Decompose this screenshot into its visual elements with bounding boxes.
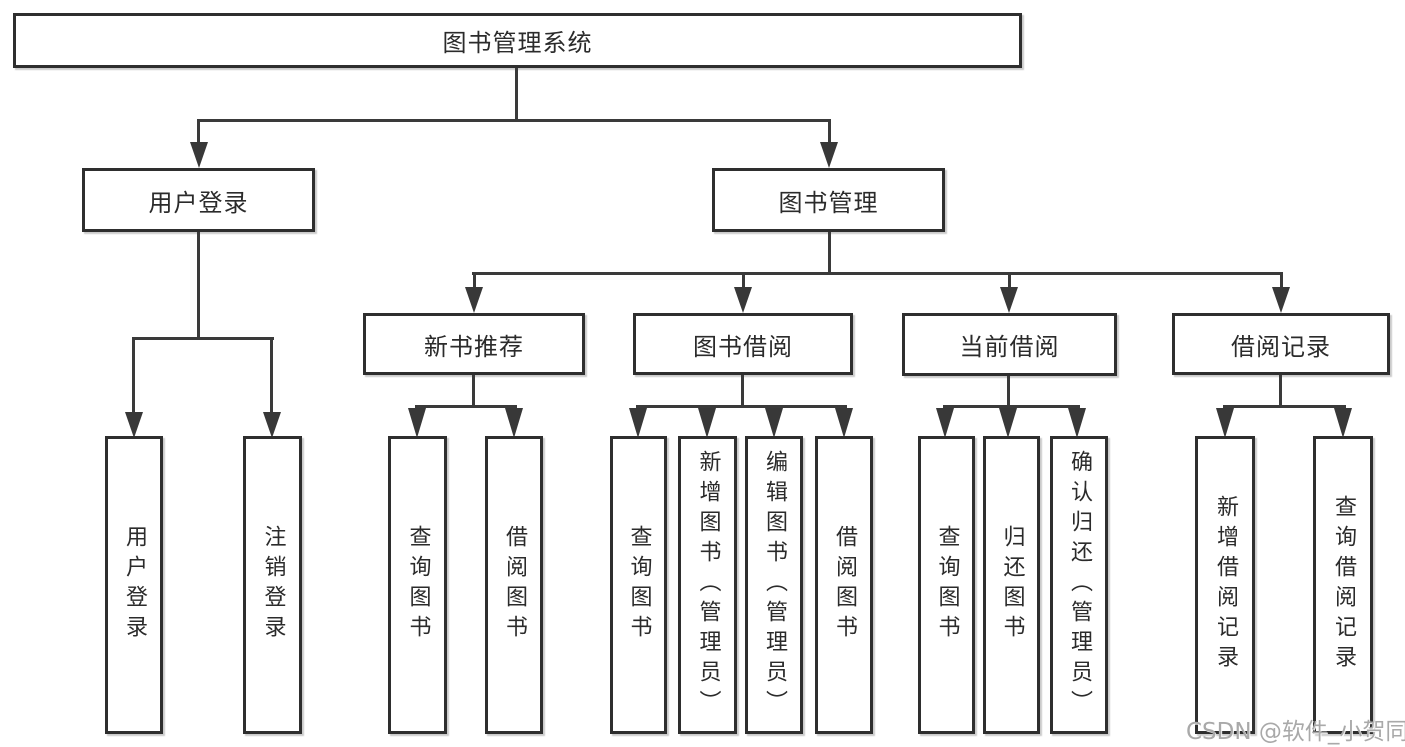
arrow-to-nb-query bbox=[408, 408, 426, 438]
leaf-cb-return-books: 归还图书 bbox=[983, 436, 1040, 734]
leaf-nb-query-books: 查询图书 bbox=[388, 436, 447, 734]
leaf-br-add-record: 新增借阅记录 bbox=[1195, 436, 1255, 734]
arrow-to-bb-borrow bbox=[835, 408, 853, 438]
leaf-nb-borrow-books-label: 借阅图书 bbox=[502, 525, 527, 645]
connector-current-stem bbox=[1007, 376, 1010, 408]
connector-user-login-hline bbox=[133, 337, 274, 340]
arrow-to-bb-add bbox=[698, 408, 716, 438]
node-root-label: 图书管理系统 bbox=[442, 29, 593, 57]
arrow-to-br-query bbox=[1334, 408, 1352, 438]
connector-current-hline bbox=[943, 405, 1080, 408]
leaf-cb-confirm-return-admin-label: 确认归还（管理员） bbox=[1067, 450, 1092, 720]
arrow-to-current bbox=[1000, 287, 1018, 313]
leaf-logout: 注销登录 bbox=[243, 436, 302, 734]
connector-records-drop bbox=[1280, 272, 1283, 289]
leaf-bb-edit-books-admin: 编辑图书（管理员） bbox=[745, 436, 803, 734]
arrow-to-cb-query bbox=[936, 408, 954, 438]
connector-level1-hline bbox=[197, 119, 831, 122]
leaf-bb-query-books-label: 查询图书 bbox=[626, 525, 652, 645]
arrow-to-ul-logout bbox=[263, 412, 281, 438]
node-user-login-label: 用户登录 bbox=[148, 188, 249, 217]
connector-book-mgmt-drop bbox=[828, 119, 831, 144]
node-borrow-records: 借阅记录 bbox=[1172, 313, 1390, 375]
node-borrow-records-label: 借阅记录 bbox=[1231, 332, 1331, 361]
csdn-watermark: CSDN @软件_小贺同学 bbox=[1186, 719, 1405, 745]
arrow-to-borrow bbox=[734, 287, 752, 313]
leaf-bb-add-books-admin-label: 新增图书（管理员） bbox=[695, 450, 721, 720]
node-book-mgmt: 图书管理 bbox=[712, 168, 945, 232]
node-book-mgmt-label: 图书管理 bbox=[778, 188, 879, 217]
leaf-br-add-record-label: 新增借阅记录 bbox=[1213, 495, 1238, 675]
leaf-cb-query-books: 查询图书 bbox=[918, 436, 975, 734]
connector-borrow-hline bbox=[636, 405, 847, 408]
connector-ul-child1-drop bbox=[132, 337, 135, 414]
connector-ul-child2-drop bbox=[270, 337, 273, 414]
arrow-to-newbook bbox=[465, 287, 483, 313]
connector-records-hline bbox=[1223, 405, 1346, 408]
connector-root-stem bbox=[515, 68, 518, 122]
leaf-cb-confirm-return-admin: 确认归还（管理员） bbox=[1050, 436, 1108, 734]
leaf-bb-borrow-books-label: 借阅图书 bbox=[832, 525, 857, 645]
connector-borrow-drop bbox=[742, 272, 745, 289]
leaf-nb-borrow-books: 借阅图书 bbox=[485, 436, 543, 734]
leaf-br-query-record: 查询借阅记录 bbox=[1313, 436, 1373, 734]
node-root: 图书管理系统 bbox=[13, 13, 1022, 68]
arrow-to-cb-confirm bbox=[1068, 408, 1086, 438]
leaf-user-login-label: 用户登录 bbox=[122, 525, 147, 645]
node-new-book-rec: 新书推荐 bbox=[363, 313, 585, 375]
arrow-to-cb-return bbox=[999, 408, 1017, 438]
node-book-borrow: 图书借阅 bbox=[633, 313, 853, 375]
leaf-br-query-record-label: 查询借阅记录 bbox=[1331, 495, 1356, 675]
connector-book-mgmt-stem bbox=[828, 232, 831, 275]
node-new-book-rec-label: 新书推荐 bbox=[424, 332, 524, 361]
arrow-to-br-add bbox=[1216, 408, 1234, 438]
arrow-to-book-mgmt bbox=[820, 142, 838, 168]
leaf-nb-query-books-label: 查询图书 bbox=[405, 525, 431, 645]
node-current-borrow: 当前借阅 bbox=[902, 313, 1117, 376]
leaf-user-login: 用户登录 bbox=[105, 436, 163, 734]
leaf-bb-query-books: 查询图书 bbox=[610, 436, 667, 734]
node-current-borrow-label: 当前借阅 bbox=[959, 333, 1060, 361]
leaf-bb-borrow-books: 借阅图书 bbox=[815, 436, 873, 734]
connector-user-login-stem bbox=[197, 232, 200, 339]
node-user-login: 用户登录 bbox=[82, 168, 315, 232]
arrow-to-bb-edit bbox=[765, 408, 783, 438]
leaf-bb-edit-books-admin-label: 编辑图书（管理员） bbox=[762, 450, 787, 720]
leaf-bb-add-books-admin: 新增图书（管理员） bbox=[678, 436, 737, 734]
arrow-to-nb-borrow bbox=[505, 408, 523, 438]
leaf-cb-return-books-label: 归还图书 bbox=[999, 525, 1025, 645]
connector-level2-hline bbox=[472, 272, 1282, 275]
arrow-to-ul-login bbox=[125, 412, 143, 438]
connector-current-drop bbox=[1008, 272, 1011, 289]
arrow-to-bb-query bbox=[629, 408, 647, 438]
connector-newbook-drop bbox=[473, 272, 476, 289]
connector-user-login-drop bbox=[197, 119, 200, 144]
arrow-to-records bbox=[1272, 287, 1290, 313]
connector-borrow-stem bbox=[741, 375, 744, 408]
leaf-cb-query-books-label: 查询图书 bbox=[934, 525, 960, 645]
connector-newbook-hline bbox=[415, 405, 517, 408]
node-book-borrow-label: 图书借阅 bbox=[693, 332, 793, 361]
connector-newbook-stem bbox=[472, 375, 475, 408]
connector-records-stem bbox=[1279, 375, 1282, 408]
arrow-to-user-login bbox=[190, 142, 208, 168]
leaf-logout-label: 注销登录 bbox=[260, 525, 286, 645]
